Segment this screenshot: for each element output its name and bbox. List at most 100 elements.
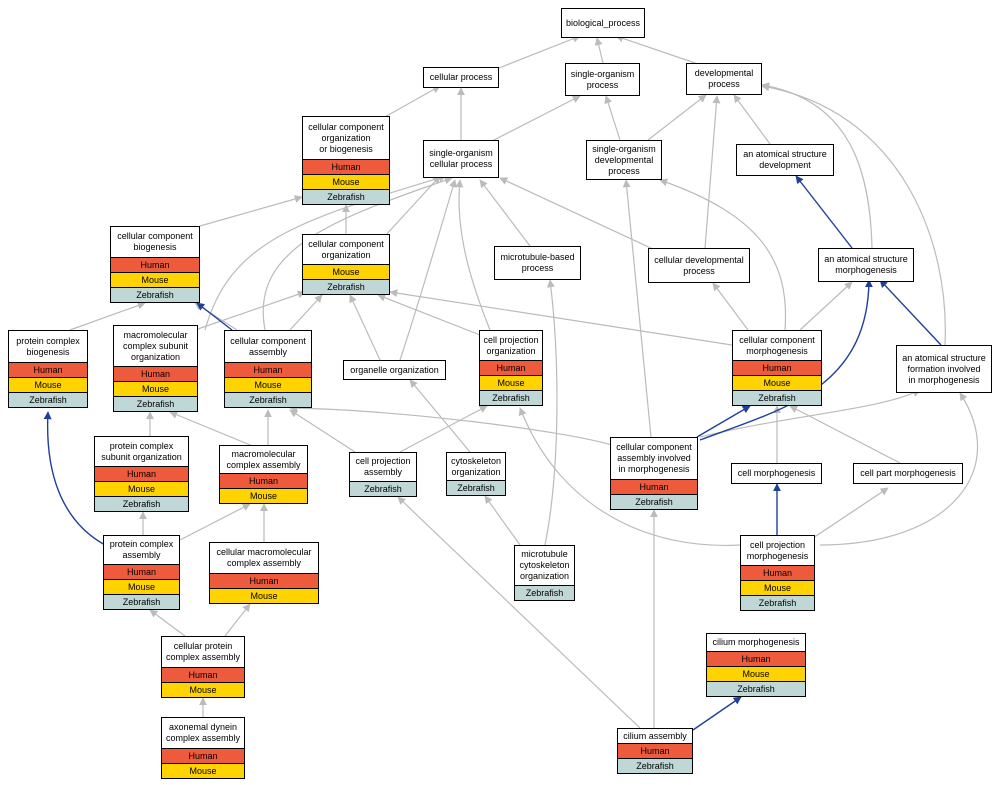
edge-ca-cpa — [397, 496, 641, 729]
edge-mcso-socp — [204, 174, 447, 331]
species-band-mouse: Mouse — [741, 580, 814, 595]
node-label: single-organism developmental process — [592, 143, 656, 176]
node-label: cell part morphogenesis — [860, 468, 956, 478]
species-band-human: Human — [707, 651, 805, 666]
edge-ccb-ccob — [199, 195, 303, 227]
node-label: protein complex subunit organization — [101, 440, 182, 462]
species-band-zebrafish: Zebrafish — [95, 496, 188, 511]
node-label: cell projection organization — [483, 334, 539, 356]
node-cell-morphogenesis[interactable]: cell morphogenesis — [731, 463, 822, 484]
node-cellular-process[interactable]: cellular process — [423, 67, 499, 88]
edge-cdp-dp — [704, 95, 721, 249]
node-cellular-component-organization-or-biogenesis[interactable]: cellular component organization or bioge… — [302, 116, 390, 205]
species-band-human: Human — [733, 360, 821, 375]
edge-pca-mca — [179, 503, 251, 541]
node-label: axonemal dynein complex assembly — [165, 722, 241, 743]
node-label: cellular macromolecular complex assembly — [216, 547, 312, 568]
node-macromolecular-complex-subunit-organization[interactable]: macromolecular complex subunit organizat… — [113, 325, 198, 412]
node-cellular-developmental-process[interactable]: cellular developmental process — [648, 248, 750, 283]
node-developmental-process[interactable]: developmental process — [686, 63, 762, 95]
node-single-organism-process[interactable]: single-organism process — [565, 63, 640, 96]
species-band-zebrafish: Zebrafish — [733, 390, 821, 405]
node-biological-process[interactable]: biological_process — [561, 8, 645, 38]
edge-pcb-ccb — [69, 301, 146, 331]
node-anatomical-structure-development[interactable]: an atomical structure development — [736, 144, 834, 176]
edge-ccaim-cca — [289, 404, 613, 446]
node-label: developmental process — [694, 68, 754, 89]
node-label: cellular protein complex assembly — [165, 641, 241, 662]
edge-cpa-cpo — [399, 405, 488, 453]
species-band-mouse: Mouse — [114, 381, 197, 396]
species-band-human: Human — [114, 366, 197, 381]
species-band-mouse: Mouse — [707, 666, 805, 681]
node-label: macromolecular complex subunit organizat… — [122, 329, 189, 362]
edge-mca-mcso — [169, 411, 256, 448]
node-cellular-component-assembly-involved-in-morphogenesis[interactable]: cellular component assembly involved in … — [610, 437, 698, 510]
edge-mco-cyo — [484, 495, 521, 546]
node-label: cellular developmental process — [654, 254, 744, 276]
edge-sop-bp — [594, 37, 604, 64]
edge-cca-ccb-blue — [196, 302, 233, 331]
species-band-mouse: Mouse — [162, 763, 244, 778]
node-label: protein complex assembly — [109, 539, 174, 560]
node-label: cellular component morphogenesis — [739, 334, 815, 356]
edge-mco-mbp — [544, 279, 558, 546]
species-band-human: Human — [480, 360, 542, 375]
species-band-zebrafish: Zebrafish — [111, 287, 199, 302]
edge-mbp-socp — [479, 179, 531, 247]
edge-asm-asd — [795, 175, 853, 249]
node-label: cellular component organization or bioge… — [308, 121, 384, 154]
species-band-human: Human — [611, 479, 697, 494]
node-single-organism-cellular-process[interactable]: single-organism cellular process — [423, 140, 499, 178]
edge-cpo-cco — [377, 293, 481, 336]
species-band-mouse: Mouse — [225, 377, 311, 392]
edge-cpo-socp — [455, 179, 491, 331]
edge-asd-dp — [733, 94, 771, 145]
species-band-zebrafish: Zebrafish — [104, 594, 179, 609]
edge-cpca-pca — [149, 609, 186, 637]
species-band-mouse: Mouse — [733, 375, 821, 390]
edge-mcso-cco — [194, 290, 306, 331]
edge-cp-bp — [498, 34, 581, 69]
node-label: cell projection assembly — [355, 456, 411, 477]
node-label: cellular component assembly — [230, 335, 306, 357]
node-label: biological_process — [565, 17, 641, 28]
node-cell-part-morphogenesis[interactable]: cell part morphogenesis — [853, 463, 963, 484]
edge-oo-cco — [349, 294, 381, 361]
species-band-zebrafish: Zebrafish — [707, 681, 805, 696]
node-organelle-organization[interactable]: organelle organization — [343, 360, 446, 380]
node-label: an atomical structure morphogenesis — [824, 254, 908, 275]
node-anatomical-structure-morphogenesis[interactable]: an atomical structure morphogenesis — [818, 248, 914, 282]
node-label: cell projection morphogenesis — [746, 539, 809, 561]
edge-ccaim-sodp — [622, 179, 652, 438]
node-label: cytoskeleton organization — [450, 455, 502, 477]
species-band-human: Human — [741, 565, 814, 580]
edge-cpa-cca — [289, 409, 356, 453]
node-label: cilium morphogenesis — [712, 637, 800, 647]
node-cellular-macromolecular-complex-assembly[interactable]: cellular macromolecular complex assembly… — [209, 542, 319, 604]
species-band-zebrafish: Zebrafish — [618, 758, 692, 773]
node-anatomical-structure-formation-involved-in-morphogenesis[interactable]: an atomical structure formation involved… — [896, 345, 992, 393]
edge-ccm-sodp — [659, 178, 787, 331]
node-label: cilium assembly — [623, 730, 687, 741]
node-microtubule-based-process[interactable]: microtubule-based process — [494, 246, 581, 280]
node-label: cellular process — [429, 72, 493, 82]
node-single-organism-developmental-process[interactable]: single-organism developmental process — [586, 140, 662, 180]
